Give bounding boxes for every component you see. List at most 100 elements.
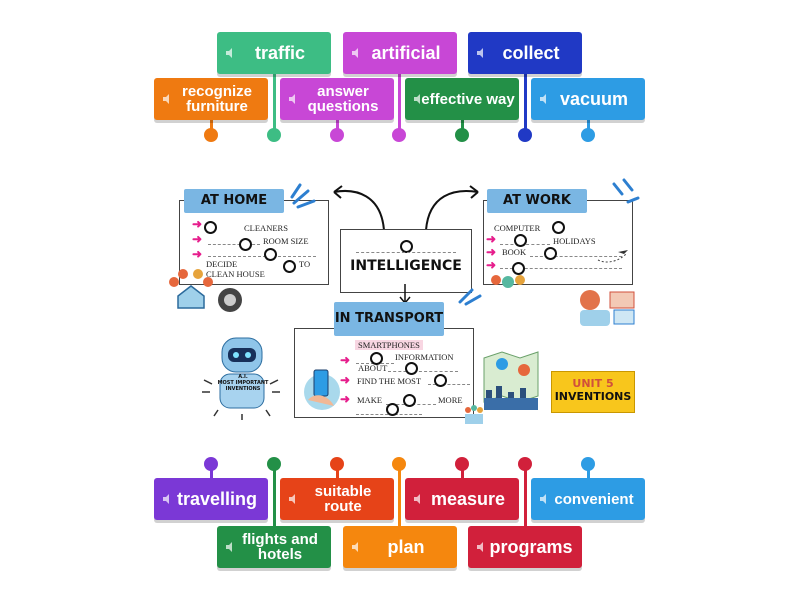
unit-badge: UNIT 5 INVENTIONS bbox=[551, 371, 635, 413]
drop-slot[interactable] bbox=[264, 248, 277, 261]
work-icons bbox=[491, 275, 525, 288]
bullet-arrow-icon: ➜ bbox=[486, 232, 497, 246]
transport-text-make: MAKE bbox=[357, 395, 383, 405]
blank-line bbox=[500, 268, 622, 269]
work-text-holidays: HOLIDAYS bbox=[553, 236, 596, 246]
drop-slot[interactable] bbox=[403, 394, 416, 407]
connector-stem bbox=[524, 74, 527, 134]
intelligence-panel bbox=[340, 229, 472, 293]
drop-slot[interactable] bbox=[283, 260, 296, 273]
connector-stem bbox=[273, 464, 276, 526]
speaker-icon bbox=[477, 48, 483, 58]
bullet-arrow-icon: ➜ bbox=[340, 392, 351, 406]
word-tile-traffic[interactable]: traffic bbox=[217, 32, 331, 74]
word-tile-vacuum[interactable]: vacuum bbox=[531, 78, 645, 120]
tile-label: vacuum bbox=[559, 89, 629, 109]
connector-stem bbox=[210, 464, 213, 478]
transport-text-about: ABOUT bbox=[358, 363, 388, 373]
drop-slot[interactable] bbox=[239, 238, 252, 251]
connector-stem bbox=[336, 464, 339, 478]
drop-slot[interactable] bbox=[370, 352, 383, 365]
drop-target-dot bbox=[204, 128, 218, 142]
connector-stem bbox=[398, 464, 401, 526]
unit-label: UNIT 5 bbox=[572, 377, 614, 390]
drop-target-dot bbox=[392, 128, 406, 142]
speaker-icon bbox=[289, 494, 295, 504]
unit-title: INVENTIONS bbox=[554, 390, 632, 403]
blank-line bbox=[530, 256, 622, 257]
speaker-icon bbox=[540, 94, 546, 104]
speaker-icon bbox=[352, 542, 358, 552]
tile-label: programs bbox=[489, 537, 573, 557]
blank-line bbox=[208, 256, 316, 257]
word-tile-measure[interactable]: measure bbox=[405, 478, 519, 520]
word-tile-artificial[interactable]: artificial bbox=[343, 32, 457, 74]
robot-caption-line: A.I. bbox=[238, 374, 248, 380]
word-tile-programs[interactable]: programs bbox=[468, 526, 582, 568]
word-tile-recognize-furniture[interactable]: recognize furniture bbox=[154, 78, 268, 120]
bullet-arrow-icon: ➜ bbox=[486, 258, 497, 272]
word-tile-effective-way[interactable]: effective way bbox=[405, 78, 519, 120]
robot-caption-line: INVENTIONS bbox=[225, 386, 261, 392]
connector-stem bbox=[587, 464, 590, 478]
speaker-icon bbox=[163, 494, 169, 504]
at-home-heading: AT HOME bbox=[184, 189, 284, 213]
tile-label: measure bbox=[430, 489, 506, 509]
home-text-decide: DECIDE bbox=[206, 259, 238, 269]
tile-label: answer questions bbox=[307, 83, 379, 115]
word-tile-suitable-route[interactable]: suitable route bbox=[280, 478, 394, 520]
drop-target-dot bbox=[581, 128, 595, 142]
crowd-icon bbox=[465, 405, 483, 424]
tile-label: plan bbox=[387, 537, 425, 557]
blank-line bbox=[208, 244, 260, 245]
at-work-heading: AT WORK bbox=[487, 189, 587, 213]
transport-text-more: MORE bbox=[438, 395, 463, 405]
drop-slot[interactable] bbox=[386, 403, 399, 416]
word-tile-plan[interactable]: plan bbox=[343, 526, 457, 568]
tile-label: traffic bbox=[254, 43, 305, 63]
speaker-icon bbox=[226, 48, 232, 58]
word-tile-collect[interactable]: collect bbox=[468, 32, 582, 74]
tile-label: recognize furniture bbox=[181, 83, 253, 115]
robot-caption: A.I. MOST IMPORTANT INVENTIONS bbox=[210, 374, 276, 392]
word-tile-flights-and-hotels[interactable]: flights and hotels bbox=[217, 526, 331, 568]
curved-arrows-icon bbox=[333, 185, 479, 231]
drop-slot[interactable] bbox=[552, 221, 565, 234]
speaker-icon bbox=[414, 94, 420, 104]
connector-stem bbox=[461, 120, 464, 134]
word-tile-answer-questions[interactable]: answer questions bbox=[280, 78, 394, 120]
intelligence-title: INTELLIGENCE bbox=[350, 258, 462, 274]
at-home-panel bbox=[179, 200, 329, 285]
bullet-arrow-icon: ➜ bbox=[340, 373, 351, 387]
connector-stem bbox=[461, 464, 464, 478]
drop-slot[interactable] bbox=[204, 221, 217, 234]
tile-label: collect bbox=[502, 43, 560, 63]
word-tile-travelling[interactable]: travelling bbox=[154, 478, 268, 520]
home-text-cleaners: CLEANERS bbox=[244, 223, 288, 233]
robot-icon bbox=[202, 337, 280, 420]
drop-slot[interactable] bbox=[405, 362, 418, 375]
highlight-strokes-icon bbox=[612, 178, 640, 204]
drop-slot[interactable] bbox=[512, 262, 525, 275]
transport-heading: IN TRANSPORT bbox=[334, 302, 444, 336]
word-tile-convenient[interactable]: convenient bbox=[531, 478, 645, 520]
drop-target-dot bbox=[455, 128, 469, 142]
drop-slot[interactable] bbox=[544, 247, 557, 260]
drop-slot[interactable] bbox=[434, 374, 447, 387]
office-worker-icon bbox=[580, 290, 635, 326]
home-text-to: TO bbox=[299, 259, 311, 269]
drop-target-dot bbox=[330, 128, 344, 142]
home-text-clean-house: CLEAN HOUSE bbox=[206, 269, 265, 279]
connector-stem bbox=[587, 120, 590, 134]
bullet-arrow-icon: ➜ bbox=[486, 245, 497, 259]
drop-target-dot bbox=[267, 128, 281, 142]
transport-text-smartphones: SMARTPHONES bbox=[355, 340, 423, 350]
speaker-icon bbox=[540, 494, 546, 504]
tile-label: effective way bbox=[421, 90, 515, 108]
bullet-arrow-icon: ➜ bbox=[340, 353, 351, 367]
drop-slot[interactable] bbox=[514, 234, 527, 247]
smartphone-hand-icon bbox=[304, 369, 340, 410]
connector-stem bbox=[210, 120, 213, 134]
drop-target-dot bbox=[518, 128, 532, 142]
blank-line bbox=[356, 252, 456, 253]
